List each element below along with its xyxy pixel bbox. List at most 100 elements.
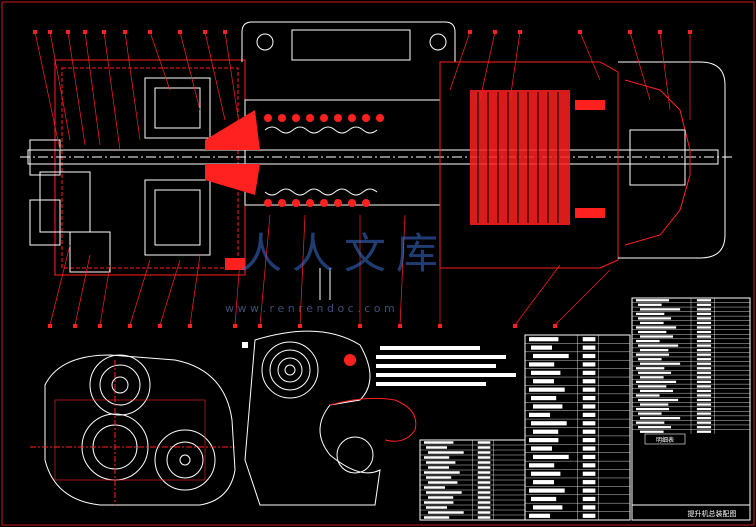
bom-cell-text	[636, 394, 660, 397]
bom-cell-qty	[582, 471, 596, 476]
bom-cell-qty	[582, 370, 596, 375]
bom-cell-qty	[582, 446, 596, 451]
bom-cell-text	[531, 496, 557, 502]
bom-cell-qty	[696, 380, 712, 383]
bom-cell-qty	[696, 407, 712, 411]
bom-cell-text	[531, 345, 552, 350]
bom-cell-qty	[477, 476, 491, 479]
bom-cell-qty	[582, 454, 596, 460]
bom-cell-qty	[696, 412, 712, 415]
mounting-bracket	[241, 21, 456, 62]
bom-cell-text	[640, 335, 674, 338]
bom-cell-text	[533, 353, 569, 359]
bom-cell-text	[636, 326, 677, 329]
bom-cell-qty	[477, 516, 491, 519]
bom-cell-text	[533, 454, 569, 460]
bom-cell-qty	[696, 303, 712, 306]
bom-cell-text	[531, 471, 561, 476]
bom-cell-qty	[477, 481, 491, 484]
bom-caption: 明细表	[656, 436, 674, 444]
motor-laminations	[477, 92, 559, 223]
bom-cell-text	[640, 376, 664, 379]
bom-cell-qty	[582, 337, 596, 342]
bom-cell-text	[531, 395, 557, 401]
bom-cell-qty	[477, 451, 491, 454]
bom-cell-qty	[582, 387, 596, 392]
bom-cell-qty	[696, 376, 712, 379]
bom-cell-text	[636, 367, 665, 370]
bom-cell-qty	[582, 429, 596, 434]
bom-cell-qty	[696, 312, 712, 315]
bom-cell-text	[428, 496, 454, 499]
bom-cell-text	[636, 380, 677, 383]
bom-cell-text	[640, 389, 674, 393]
bom-cell-qty	[696, 349, 712, 352]
bom-cell-text	[640, 430, 664, 433]
bom-cell-text	[428, 451, 464, 454]
bom-cell-text	[424, 516, 450, 519]
bom-cell-qty	[696, 335, 712, 338]
bom-cell-qty	[477, 491, 491, 494]
bom-cell-qty	[696, 417, 712, 420]
drawing-title: 提升机总装配图	[688, 509, 737, 518]
bom-cell-text	[636, 407, 670, 411]
bom-cell-text	[428, 466, 449, 469]
bom-cell-qty	[477, 501, 491, 504]
bom-cell-qty	[477, 441, 491, 444]
bom-cell-qty	[696, 385, 712, 388]
bom-cell-qty	[696, 398, 712, 402]
watermark-logo-text: 人人文库	[240, 229, 448, 278]
bom-cell-text	[529, 387, 565, 392]
callout-leaders	[34, 31, 691, 326]
bom-cell-qty	[696, 317, 712, 320]
bom-cell-qty	[582, 505, 596, 510]
bom-cell-qty	[696, 426, 712, 429]
bom-cell-qty	[582, 496, 596, 502]
bom-cell-qty	[582, 488, 596, 493]
bom-cell-text	[531, 446, 552, 451]
drum-section-view	[244, 330, 417, 506]
technical-notes	[376, 346, 516, 386]
bom-cell-qty	[477, 471, 491, 474]
bom-cell-text	[529, 362, 555, 367]
bom-cell-text	[529, 488, 565, 493]
bom-cell-qty	[477, 466, 491, 469]
bom-cell-qty	[477, 486, 491, 489]
bom-cell-qty	[696, 362, 712, 365]
bom-cell-qty	[696, 326, 712, 329]
bom-table-left	[419, 439, 526, 521]
bom-cell-text	[533, 429, 559, 434]
bom-cell-qty	[582, 513, 596, 518]
bom-cell-text	[638, 412, 662, 415]
watermark-url: w w w . r e n r e n d o c . c o m	[225, 302, 395, 315]
bom-cell-text	[638, 385, 667, 388]
drum-coils-bottom	[264, 199, 370, 207]
bom-cell-text	[426, 491, 462, 494]
bom-cell-qty	[582, 412, 596, 417]
bom-cell-text	[640, 417, 681, 420]
bom-cell-qty	[696, 308, 712, 311]
bom-cell-text	[636, 421, 665, 424]
bom-cell-qty	[477, 461, 491, 464]
bom-cell-text	[638, 303, 662, 306]
bom-cell-text	[638, 398, 679, 402]
gear-hub-section	[205, 110, 260, 195]
gear-lower	[144, 179, 211, 256]
bom-cell-text	[424, 486, 445, 489]
bom-cell-qty	[477, 446, 491, 449]
bom-cell-text	[636, 312, 665, 315]
bom-cell-text	[640, 362, 681, 365]
gear-upper	[144, 77, 211, 139]
bom-cell-text	[533, 505, 563, 510]
bom-cell-qty	[696, 299, 712, 302]
bom-cell-text	[529, 438, 559, 443]
gearbox-side-view	[30, 354, 236, 506]
bom-cell-text	[428, 481, 458, 484]
bom-cell-qty	[477, 511, 491, 514]
bom-cell-qty	[582, 362, 596, 367]
bom-cell-qty	[696, 330, 712, 334]
left-coupling	[29, 139, 61, 176]
bom-table-right	[631, 297, 751, 521]
